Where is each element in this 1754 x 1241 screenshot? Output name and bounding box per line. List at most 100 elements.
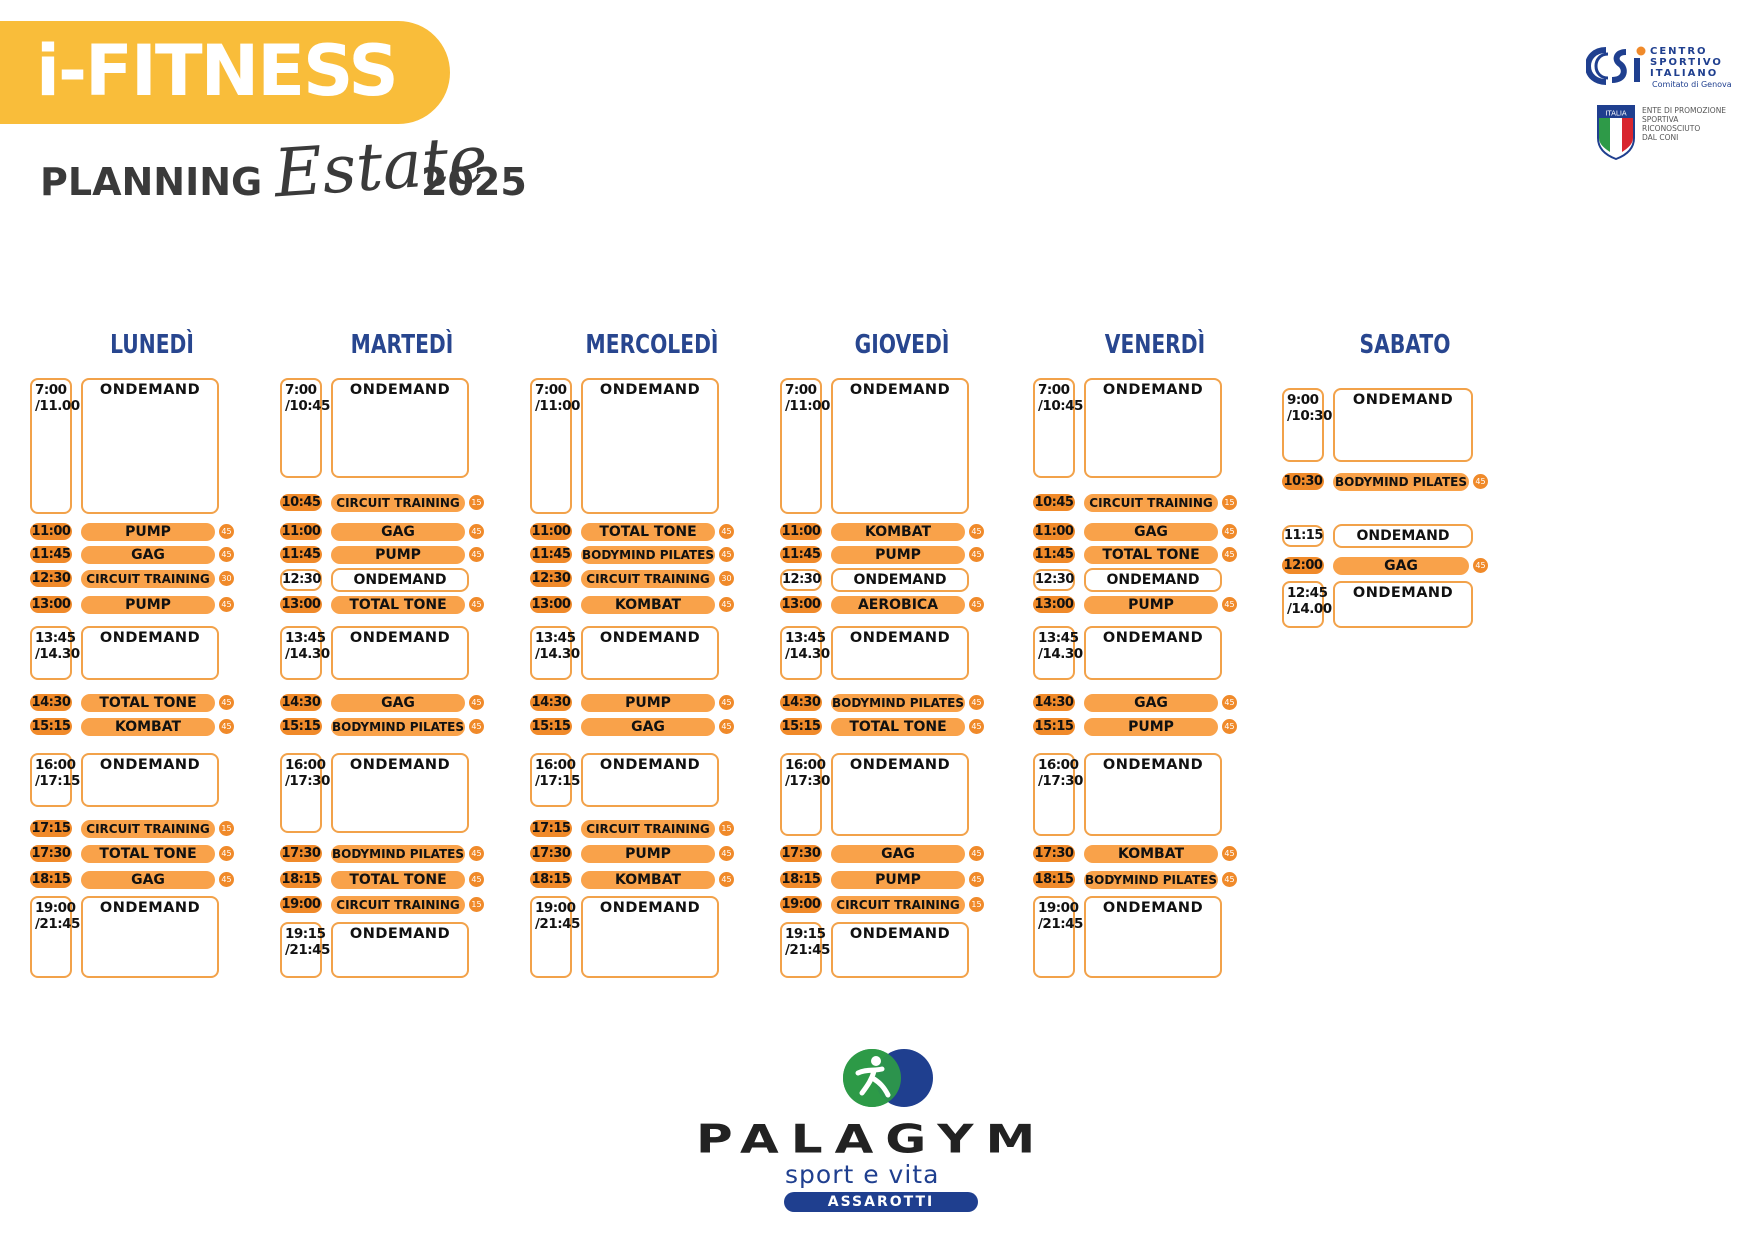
italia-label: ITALIA xyxy=(1605,110,1627,118)
class-pill: PUMP xyxy=(81,523,215,541)
ondemand-block: ONDEMAND xyxy=(81,378,219,514)
ondemand-block: ONDEMAND xyxy=(831,753,969,836)
start-time: 19:00 xyxy=(535,900,576,916)
class-pill: BODYMIND PILATES xyxy=(331,845,465,863)
time-range: 7:00/11:00 xyxy=(530,378,580,514)
duration-badge: 45 xyxy=(719,547,734,562)
duration-badge: 45 xyxy=(969,524,984,539)
class-pill: GAG xyxy=(331,694,465,712)
time-range: 13:45/14.30 xyxy=(1033,626,1083,680)
start-time: 7:00 xyxy=(535,382,567,398)
ondemand-block: ONDEMAND xyxy=(81,896,219,978)
day-header: SABATO xyxy=(1359,330,1451,360)
class-pill: CIRCUIT TRAINING xyxy=(81,820,215,838)
time-label: 14:30 xyxy=(780,694,822,711)
start-time: 16:00 xyxy=(785,757,826,773)
end-time: /14.30 xyxy=(1038,646,1083,662)
duration-badge: 45 xyxy=(969,846,984,861)
ondemand-block: ONDEMAND xyxy=(1333,581,1473,628)
duration-badge: 45 xyxy=(469,547,484,562)
time-range: 19:00/21:45 xyxy=(1033,896,1083,978)
palagym-tagline: sport e vita xyxy=(785,1160,940,1189)
time-range: 13:45/14.30 xyxy=(780,626,830,680)
class-pill: PUMP xyxy=(1084,718,1218,736)
time-range: 16:00/17:15 xyxy=(30,753,80,807)
year-label: 2025 xyxy=(421,160,527,204)
duration-badge: 45 xyxy=(219,597,234,612)
csi-line-3: ITALIANO xyxy=(1650,68,1719,79)
time-range: 7:00/10:45 xyxy=(1033,378,1083,478)
time-range: 7:00/11.00 xyxy=(30,378,80,514)
time-label: 11:00 xyxy=(280,523,322,540)
time-label: 17:15 xyxy=(530,820,572,837)
ondemand-slot: ONDEMAND xyxy=(1333,524,1473,548)
end-time: /14.00 xyxy=(1287,601,1332,617)
class-pill: PUMP xyxy=(831,871,965,889)
time-range: 13:45/14.30 xyxy=(530,626,580,680)
time-range: 13:45/14.30 xyxy=(280,626,330,680)
ondemand-block: ONDEMAND xyxy=(1084,896,1222,978)
ondemand-block: ONDEMAND xyxy=(1084,753,1222,836)
start-time: 16:00 xyxy=(285,757,326,773)
time-range: 19:15/21:45 xyxy=(280,922,330,978)
end-time: /21:45 xyxy=(785,942,830,958)
day-header: GIOVEDÌ xyxy=(854,330,950,360)
ondemand-slot: ONDEMAND xyxy=(331,568,469,592)
time-label: 17:30 xyxy=(30,845,72,862)
start-time: 16:00 xyxy=(35,757,76,773)
duration-badge: 45 xyxy=(1473,474,1488,489)
duration-badge: 45 xyxy=(469,695,484,710)
ondemand-slot: ONDEMAND xyxy=(831,568,969,592)
time-range: 19:00/21:45 xyxy=(30,896,80,978)
time-label: 17:15 xyxy=(30,820,72,837)
csi-committee: Comitato di Genova xyxy=(1652,80,1732,89)
class-pill: KOMBAT xyxy=(581,871,715,889)
duration-badge: 45 xyxy=(219,695,234,710)
duration-badge: 45 xyxy=(219,547,234,562)
time-label: 15:15 xyxy=(780,718,822,735)
time-label: 11:45 xyxy=(530,546,572,563)
time-label: 11:00 xyxy=(30,523,72,540)
end-time: /17:30 xyxy=(285,773,330,789)
start-time: 13:45 xyxy=(785,630,826,646)
start-time: 7:00 xyxy=(785,382,817,398)
end-time: /21:45 xyxy=(35,916,80,932)
time-range: 16:00/17:30 xyxy=(780,753,830,836)
duration-badge: 45 xyxy=(719,846,734,861)
coni-badge: ITALIA ENTE DI PROMOZIONE SPORTIVA RICON… xyxy=(1596,104,1746,164)
class-pill: GAG xyxy=(831,845,965,863)
time-range: 19:00/21:45 xyxy=(530,896,580,978)
duration-badge: 45 xyxy=(1222,524,1237,539)
time-label: 14:30 xyxy=(280,694,322,711)
start-time: 19:15 xyxy=(785,926,826,942)
class-pill: KOMBAT xyxy=(81,718,215,736)
duration-badge: 45 xyxy=(719,524,734,539)
start-time: 7:00 xyxy=(285,382,317,398)
duration-badge: 45 xyxy=(719,719,734,734)
ondemand-block: ONDEMAND xyxy=(1084,378,1222,478)
time-label: 13:00 xyxy=(30,596,72,613)
duration-badge: 45 xyxy=(719,597,734,612)
class-pill: CIRCUIT TRAINING xyxy=(1084,494,1218,512)
time-range: 16:00/17:30 xyxy=(1033,753,1083,836)
start-time: 16:00 xyxy=(1038,757,1079,773)
csi-mark-icon xyxy=(1586,46,1646,85)
ondemand-slot: ONDEMAND xyxy=(1084,568,1222,592)
class-pill: CIRCUIT TRAINING xyxy=(331,494,465,512)
duration-badge: 45 xyxy=(969,547,984,562)
duration-badge: 45 xyxy=(469,719,484,734)
start-time: 19:00 xyxy=(1038,900,1079,916)
ondemand-block: ONDEMAND xyxy=(331,378,469,478)
end-time: /21:45 xyxy=(285,942,330,958)
time-label: 12:30 xyxy=(780,569,822,591)
duration-badge: 45 xyxy=(469,524,484,539)
class-pill: PUMP xyxy=(1084,596,1218,614)
duration-badge: 45 xyxy=(219,872,234,887)
ondemand-block: ONDEMAND xyxy=(831,378,969,514)
time-label: 17:30 xyxy=(780,845,822,862)
time-label: 14:30 xyxy=(1033,694,1075,711)
start-time: 13:45 xyxy=(35,630,76,646)
duration-badge: 45 xyxy=(1222,719,1237,734)
class-pill: PUMP xyxy=(831,546,965,564)
palagym-location: ASSAROTTI xyxy=(784,1192,978,1212)
